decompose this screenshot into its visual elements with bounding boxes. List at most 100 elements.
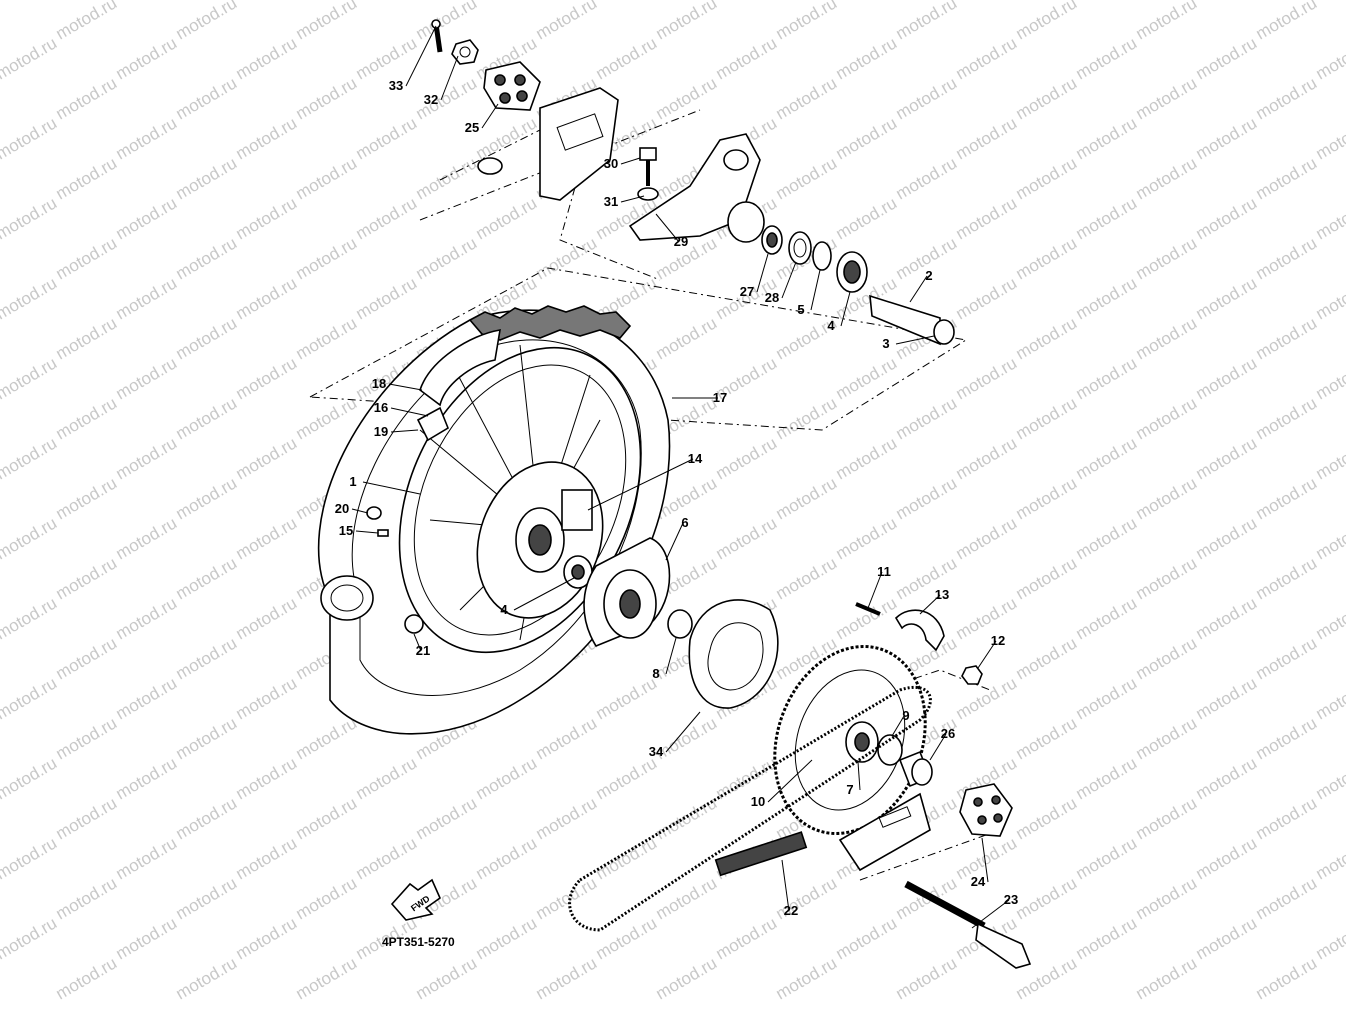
callout-label-9: 9 xyxy=(902,708,909,723)
watermark-text: motod.ru xyxy=(173,953,241,1003)
watermark-text: motod.ru xyxy=(1013,633,1081,683)
watermark-text: motod.ru xyxy=(593,833,661,883)
watermark-text: motod.ru xyxy=(1073,33,1141,83)
watermark-text: motod.ru xyxy=(833,913,901,963)
watermark-text: motod.ru xyxy=(773,393,841,443)
watermark-text: motod.ru xyxy=(0,753,60,803)
watermark-text: motod.ru xyxy=(233,113,301,163)
callout-label-3: 3 xyxy=(882,336,889,351)
watermark-text: motod.ru xyxy=(713,0,781,3)
callout-label-14: 14 xyxy=(688,451,703,466)
watermark-text: motod.ru xyxy=(113,433,181,483)
axle-bolt-33 xyxy=(431,19,443,53)
spacer-2 xyxy=(869,294,955,346)
watermark-text: motod.ru xyxy=(953,193,1021,243)
watermark-text: motod.ru xyxy=(1253,0,1321,43)
watermark-text: motod.ru xyxy=(1313,433,1346,483)
watermark-text: motod.ru xyxy=(53,313,121,363)
watermark-text: motod.ru xyxy=(173,73,241,123)
watermark-text: motod.ru xyxy=(353,33,421,83)
watermark-text: motod.ru xyxy=(1073,0,1141,3)
watermark-text: motod.ru xyxy=(233,0,301,3)
watermark-text: motod.ru xyxy=(353,113,421,163)
watermark-text: motod.ru xyxy=(173,473,241,523)
callout-leader-16 xyxy=(390,407,429,417)
watermark-text: motod.ru xyxy=(1073,513,1141,563)
watermark-text: motod.ru xyxy=(173,233,241,283)
callout-label-5: 5 xyxy=(797,302,804,317)
valve-20 xyxy=(366,506,382,520)
watermark-text: motod.ru xyxy=(1073,273,1141,323)
watermark-text: motod.ru xyxy=(1253,633,1321,683)
watermark-text: motod.ru xyxy=(593,673,661,723)
forward-arrow-badge: FWD xyxy=(390,878,441,921)
watermark-text: motod.ru xyxy=(1073,193,1141,243)
tire-cutaway-21 xyxy=(320,575,424,634)
callout-label-10: 10 xyxy=(751,794,765,809)
watermark-text: motod.ru xyxy=(1013,553,1081,603)
watermark-text: motod.ru xyxy=(533,713,601,763)
watermark-text: motod.ru xyxy=(1013,73,1081,123)
watermark-text: motod.ru xyxy=(653,313,721,363)
watermark-text: motod.ru xyxy=(293,313,361,363)
callout-leader-27 xyxy=(756,253,769,293)
watermark-text: motod.ru xyxy=(53,73,121,123)
watermark-text: motod.ru xyxy=(233,673,301,723)
watermark-text: motod.ru xyxy=(113,513,181,563)
watermark-text: motod.ru xyxy=(233,33,301,83)
watermark-text: motod.ru xyxy=(113,833,181,883)
watermark-text: motod.ru xyxy=(473,113,541,163)
watermark-text: motod.ru xyxy=(1133,153,1201,203)
callout-leader-21 xyxy=(413,633,422,652)
callout-label-18: 18 xyxy=(372,376,386,391)
watermark-text: motod.ru xyxy=(1133,473,1201,523)
watermark-text: motod.ru xyxy=(413,0,481,43)
callout-leader-10 xyxy=(767,759,813,803)
watermark-text: motod.ru xyxy=(1253,873,1321,923)
watermark-text: motod.ru xyxy=(173,313,241,363)
watermark-text: motod.ru xyxy=(233,353,301,403)
watermark-text: motod.ru xyxy=(1133,0,1201,43)
tube-16-19 xyxy=(416,406,449,442)
watermark-text: motod.ru xyxy=(53,633,121,683)
watermark-text: motod.ru xyxy=(413,793,481,843)
watermark-text: motod.ru xyxy=(233,913,301,963)
watermark-text: motod.ru xyxy=(1133,233,1201,283)
watermark-text: motod.ru xyxy=(773,953,841,1003)
callout-leader-25 xyxy=(481,103,499,129)
watermark-text: motod.ru xyxy=(473,913,541,963)
watermark-text: motod.ru xyxy=(593,753,661,803)
collar-26 xyxy=(898,750,933,788)
callout-label-4b: 4 xyxy=(500,602,508,617)
callout-label-17: 17 xyxy=(713,390,727,405)
watermark-text: motod.ru xyxy=(773,73,841,123)
watermark-text: motod.ru xyxy=(1073,353,1141,403)
callout-leader-4b xyxy=(513,577,575,611)
watermark-text: motod.ru xyxy=(233,753,301,803)
watermark-text: motod.ru xyxy=(113,753,181,803)
watermark-text: motod.ru xyxy=(533,953,601,1003)
watermark-text: motod.ru xyxy=(1073,673,1141,723)
watermark-text: motod.ru xyxy=(293,0,361,43)
callout-leader-33 xyxy=(405,25,437,87)
watermark-text: motod.ru xyxy=(413,153,481,203)
watermark-text: motod.ru xyxy=(1253,473,1321,523)
watermark-text: motod.ru xyxy=(1013,153,1081,203)
watermark-text: motod.ru xyxy=(1193,913,1261,963)
watermark-text: motod.ru xyxy=(1013,713,1081,763)
watermark-text: motod.ru xyxy=(0,33,60,83)
watermark-text: motod.ru xyxy=(0,833,60,883)
bearing-4-upper xyxy=(836,251,868,293)
watermark-text: motod.ru xyxy=(953,0,1021,3)
watermark-text: motod.ru xyxy=(413,73,481,123)
diagram-code: 4PT351-5270 xyxy=(382,935,455,949)
watermark-text: motod.ru xyxy=(833,33,901,83)
callout-label-4a: 4 xyxy=(827,318,835,333)
watermark-text: motod.ru xyxy=(0,0,60,3)
watermark-text: motod.ru xyxy=(1253,953,1321,1003)
watermark-text: motod.ru xyxy=(1193,673,1261,723)
watermark-text: motod.ru xyxy=(1253,153,1321,203)
watermark-text: motod.ru xyxy=(293,153,361,203)
watermark-text: motod.ru xyxy=(953,273,1021,323)
watermark-text: motod.ru xyxy=(1133,553,1201,603)
